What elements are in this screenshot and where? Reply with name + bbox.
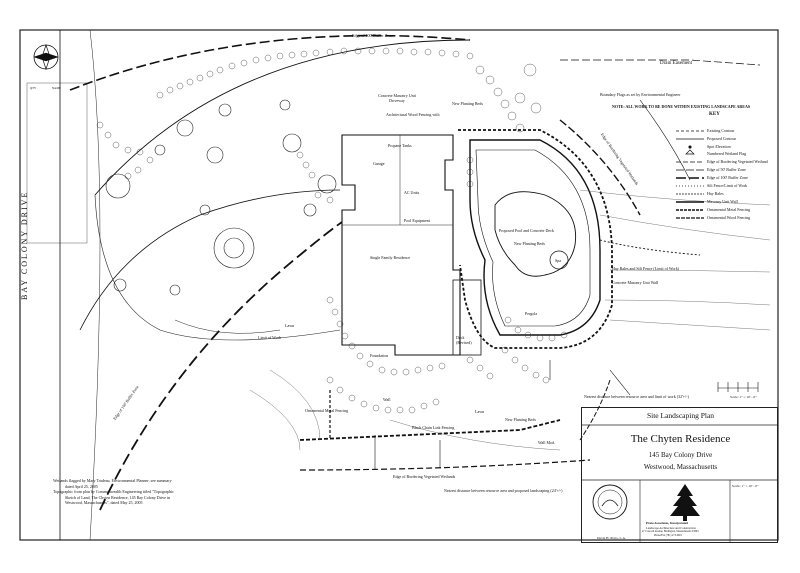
key-item: Hay Bales <box>707 191 724 196</box>
label-edge-wetlands: Edge of Bordering Vegetated Wetlands <box>393 474 456 479</box>
dimension-markers <box>374 360 631 470</box>
designer-name: Davis H. Prato, L.A. <box>597 536 626 540</box>
label-propane: Propane Tanks <box>388 143 412 148</box>
label-wall-mod: Wall Mod. <box>538 440 556 445</box>
note-line: Sketch of Land, The Chyten Residence, 14… <box>65 494 171 500</box>
label-garage: Garage <box>373 161 385 166</box>
label-pergola: Pergola <box>525 311 538 316</box>
label-ornamental-fence: Ornamental Metal Fencing <box>305 408 349 413</box>
plant-legend-header-qty: QTY <box>30 86 37 90</box>
label-lawn-low: Lawn <box>475 409 485 414</box>
label-drain-easement: Drain Easement <box>660 61 693 66</box>
label-hay-bales: Hay Bales and Silt Fence (Limit of Work) <box>612 266 680 271</box>
key-item: Ornamental Metal Fencing <box>707 207 751 212</box>
label-foundation: Foundation <box>370 353 389 358</box>
key-item: Edge of 100' Buffer Zone <box>707 175 748 180</box>
key-item: Ornamental Wood Fencing <box>707 215 751 220</box>
residence-town: Westwood, Massachusetts <box>643 463 718 471</box>
label-nearest-landscape: Nearest distance between resource area a… <box>444 488 563 493</box>
plant-legend-box <box>26 82 88 244</box>
residence-name: The Chyten Residence <box>630 433 731 445</box>
label-new-planting-top: New Planting Beds <box>452 101 483 106</box>
firm-line3: 47 Concord Avenue, Burlington, Massachus… <box>642 530 699 533</box>
plan-title: Site Landscaping Plan <box>646 411 715 420</box>
key-item: Numbered Wetland Flag <box>707 151 747 156</box>
note-line: Wetlands flagged by Mary Trudeau, Enviro… <box>53 478 172 483</box>
black-chain-link-fencing <box>299 419 561 441</box>
pool-deck <box>469 139 601 336</box>
north-arrow-icon <box>33 43 59 71</box>
note-line: Topographic from plan by Commonwealth En… <box>53 489 174 494</box>
firm-phone: Phone/Fax (781) 273-0901 <box>654 534 682 537</box>
label-new-planting-pool: New Planting Beds <box>514 241 545 246</box>
plan-notes: Wetlands flagged by Mary Trudeau, Enviro… <box>53 478 174 506</box>
label-boundary-flags: Boundary Flags as set by Environmental E… <box>600 92 681 97</box>
note-line: dated April 25, 2005 <box>65 483 98 489</box>
key-symbols <box>676 130 704 219</box>
label-residence: Single Family Residence <box>370 255 410 260</box>
firm-name: Prato Associates, Incorporated <box>646 521 688 525</box>
existing-contours <box>249 189 771 451</box>
label-arch-fence: Architectural Wood Fencing with <box>386 112 440 117</box>
key-item: Silt Fence/Limit of Work <box>707 183 748 188</box>
key-item: Edge of Bordering Vegetated Wetland <box>707 159 768 164</box>
label-ac-units: AC Units <box>404 190 420 195</box>
planting-bed-top <box>156 47 542 133</box>
label-pool: Proposed Pool and Concrete Deck <box>499 228 554 233</box>
key-title: KEY <box>709 112 720 117</box>
key-item: Spot Elevation <box>707 144 731 149</box>
label-spa: Spa <box>555 258 561 263</box>
ornamental-fencing <box>458 129 613 349</box>
edge-of-wetlands-low <box>299 459 591 471</box>
graphic-scale <box>717 382 759 392</box>
sheet-border <box>19 29 779 541</box>
key-item: Existing Contour <box>707 128 735 133</box>
label-pool-equipment: Pool Equipment <box>404 218 430 223</box>
spa <box>549 250 569 270</box>
label-lawn-mid: Lawn <box>285 323 295 328</box>
single-family-residence <box>341 134 461 356</box>
label-graphic-scale: Scale: 1" = 10' - 0" <box>730 395 757 399</box>
label-cmu-wall: Concrete Masonry Unit Wall <box>612 280 659 285</box>
label-nearest-work: Nearest distance between resource area a… <box>584 394 689 399</box>
pool <box>494 191 577 277</box>
key-item: Masonry Unit Wall <box>707 199 738 204</box>
road-label: BAY COLONY DRIVE <box>20 190 29 300</box>
firm-seal-icon <box>592 484 628 520</box>
label-limit-of-work: Limit of Work <box>258 335 281 340</box>
label-driveway: Concrete Masonry Unit Driveway <box>378 93 416 103</box>
note-line: Westwood, Massachusetts", dated May 25, … <box>65 500 143 505</box>
plant-legend-header-name: NAME <box>52 86 61 90</box>
key-item: Edge of 50' Buffer Zone <box>707 167 746 172</box>
firm-line2: Landscape Architecture and Construction <box>646 526 696 530</box>
label-buffer-top: Edge of 100' Buffer Zone <box>352 33 393 38</box>
label-note-existing: NOTE: ALL WORK TO BE DONE WITHIN EXISTIN… <box>612 104 751 109</box>
label-new-planting-low: New Planting Beds <box>505 417 536 422</box>
firm-tree-logo-icon <box>670 484 700 521</box>
title-block: Site Landscaping Plan The Chyten Residen… <box>581 407 778 543</box>
tree-symbols <box>105 99 337 296</box>
residence-address: 145 Bay Colony Drive <box>648 451 713 459</box>
plan-scale: Scale: 1" = 10' - 0" <box>732 484 759 488</box>
label-wall: Wall <box>383 397 391 402</box>
label-black-chain: Black Chain Link Fencing <box>412 425 455 430</box>
label-deck: Deck (Revised) <box>456 335 472 345</box>
deck <box>452 279 482 356</box>
planting-bed-low <box>326 296 446 414</box>
key-item: Proposed Contour <box>707 136 736 141</box>
